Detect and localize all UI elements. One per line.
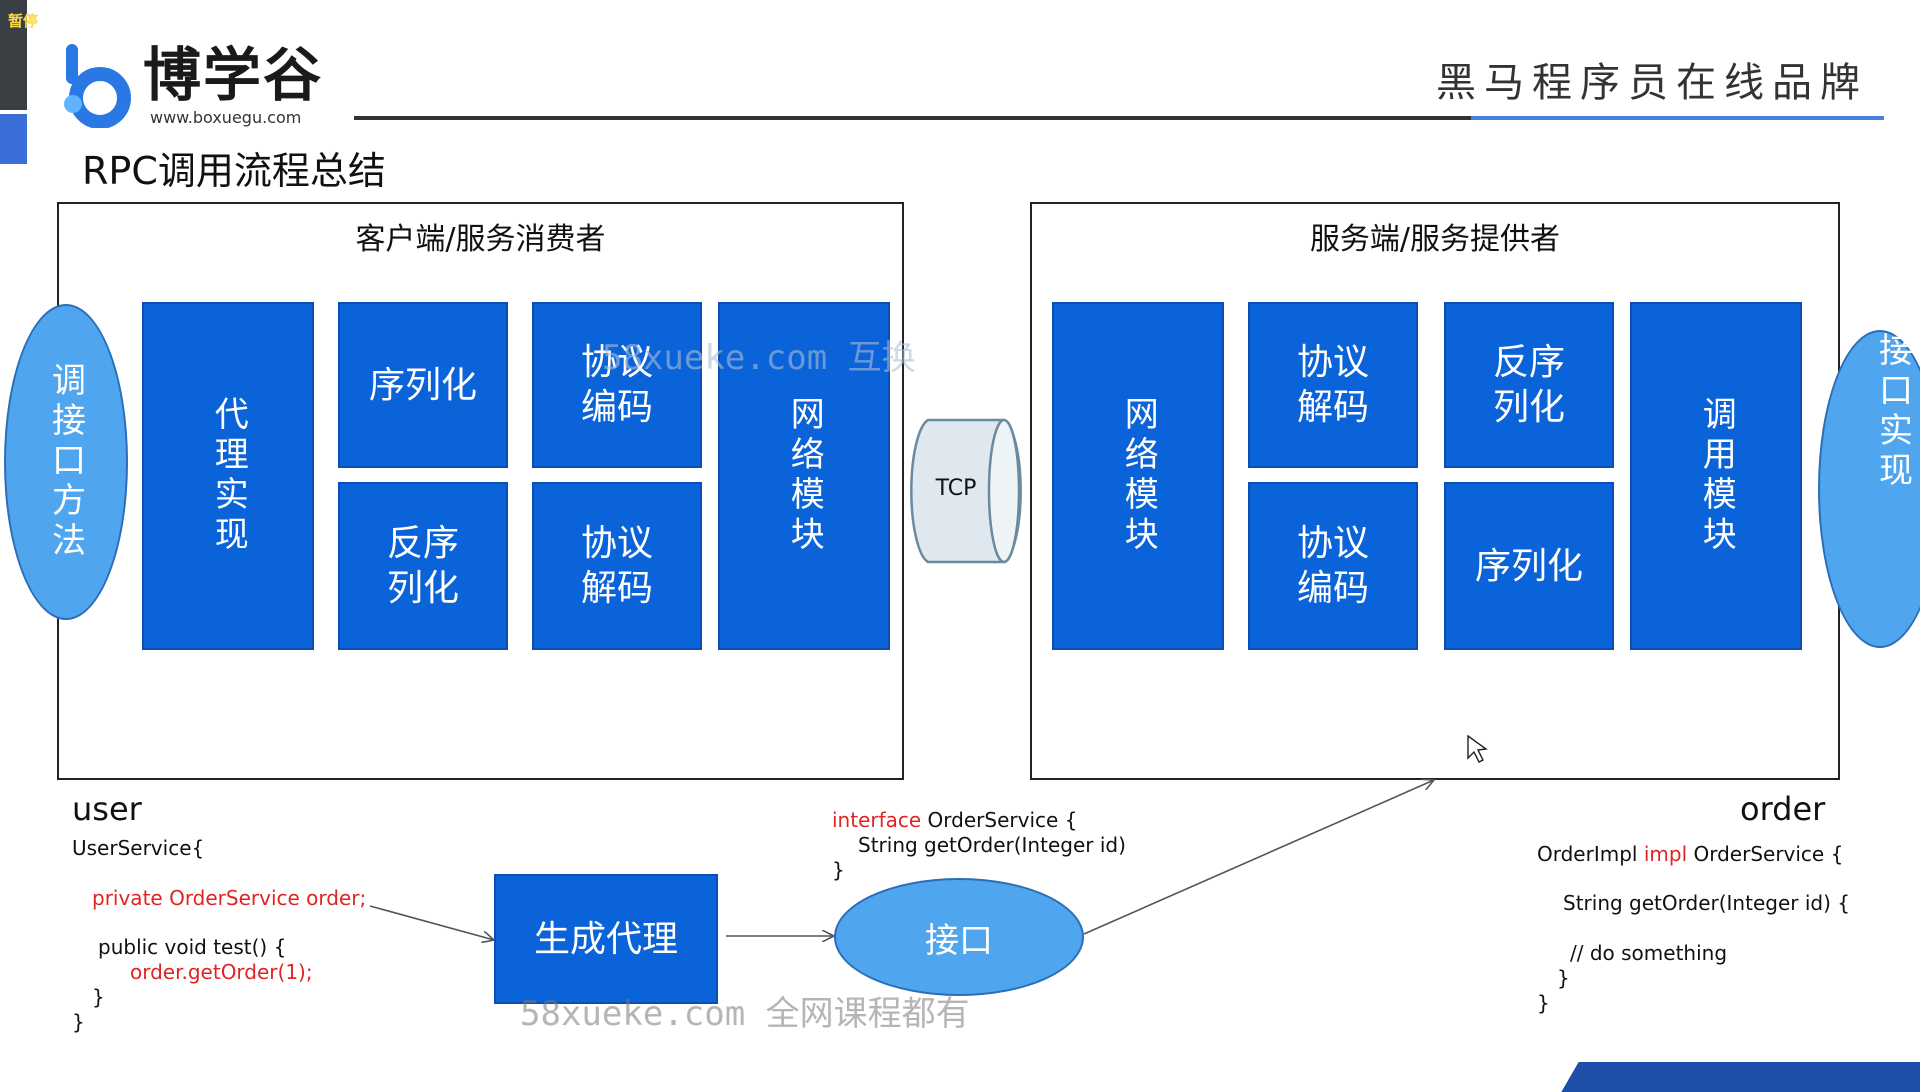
order-impl-class: OrderImpl — [1537, 842, 1644, 866]
tcp-cylinder: TCP — [906, 418, 1026, 564]
user-code-line-1: UserService{ — [72, 836, 205, 860]
client-serialize-block: 序列化 — [338, 302, 508, 468]
user-section-label: user — [72, 790, 142, 828]
user-code-line-4: order.getOrder(1); — [130, 960, 313, 984]
interface-impl-ellipse: 接口实现 — [1818, 330, 1920, 648]
client-proxy-block: 代理实现 — [142, 302, 314, 650]
video-side-strip — [0, 0, 27, 110]
interface-code-line-1: interface OrderService { — [832, 810, 1077, 830]
order-code-line-3: // do something — [1570, 941, 1728, 965]
brand-name: 博学谷 — [143, 41, 324, 109]
server-decode-block: 协议 解码 — [1248, 302, 1418, 468]
order-impl-interface: OrderService { — [1687, 842, 1844, 866]
server-network-block: 网络模块 — [1052, 302, 1224, 650]
generate-proxy-block: 生成代理 — [494, 874, 718, 1004]
interface-code-line-3: } — [832, 858, 845, 882]
user-code-line-5: } — [92, 985, 105, 1009]
interface-code-name: OrderService { — [921, 808, 1078, 832]
order-code-line-4: } — [1557, 966, 1570, 990]
server-serialize-block: 序列化 — [1444, 482, 1614, 650]
page-title: RPC调用流程总结 — [82, 149, 386, 193]
server-encode-block: 协议 编码 — [1248, 482, 1418, 650]
user-code-line-6: } — [72, 1010, 85, 1034]
watermark-top: 58xueke.com 互换 — [602, 338, 916, 378]
header-divider — [354, 116, 1884, 120]
pause-label[interactable]: 暂停 — [8, 12, 39, 30]
order-code-line-2: String getOrder(Integer id) { — [1563, 891, 1850, 915]
user-code-line-2: private OrderService order; — [92, 886, 367, 910]
interface-ellipse: 接口 — [834, 878, 1084, 996]
interface-keyword: interface — [832, 808, 922, 832]
slogan: 黑马程序员在线品牌 — [1436, 60, 1868, 106]
client-decode-block: 协议 解码 — [532, 482, 702, 650]
video-side-marker — [0, 114, 27, 164]
boxuegu-logo-icon — [64, 44, 131, 128]
call-interface-method-ellipse: 调接口方法 — [4, 304, 128, 620]
client-deserialize-block: 反序 列化 — [338, 482, 508, 650]
client-network-block: 网络模块 — [718, 302, 890, 650]
order-code-line-1: OrderImpl impl OrderService { — [1537, 844, 1843, 864]
tcp-cylinder-shape — [910, 418, 1022, 564]
interface-code-line-2: String getOrder(Integer id) — [858, 833, 1126, 857]
client-panel-title: 客户端/服务消费者 — [355, 222, 606, 257]
order-section-label: order — [1740, 790, 1826, 828]
server-deserialize-block: 反序 列化 — [1444, 302, 1614, 468]
server-invoke-block: 调用模块 — [1630, 302, 1802, 650]
tcp-label: TCP — [935, 476, 977, 501]
server-panel-title: 服务端/服务提供者 — [1309, 222, 1561, 257]
user-code-line-3: public void test() { — [98, 935, 287, 959]
order-impl-keyword: impl — [1643, 842, 1688, 866]
client-encode-block: 协议 编码 — [532, 302, 702, 468]
brand-url: www.boxuegu.com — [150, 108, 302, 127]
watermark-bottom: 58xueke.com 全网课程都有 — [520, 994, 970, 1034]
bottom-right-banner — [1561, 1062, 1920, 1092]
order-code-line-5: } — [1537, 991, 1550, 1015]
